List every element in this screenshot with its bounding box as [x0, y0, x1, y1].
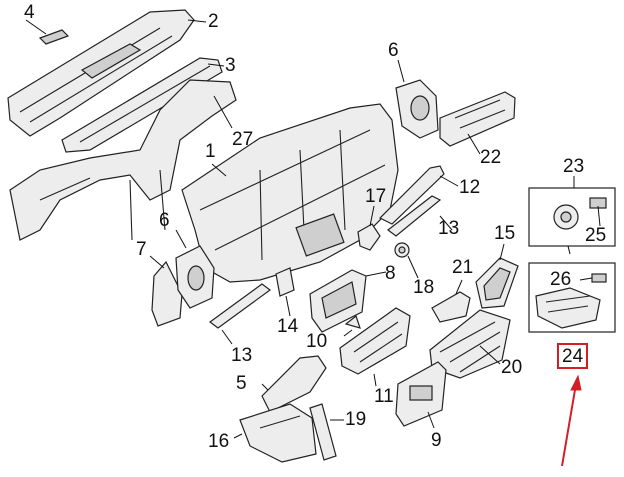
callout-27: 27: [232, 129, 254, 150]
part-13-left-trim: [208, 283, 272, 329]
part-8-radio-bezel: [309, 269, 367, 333]
box-24: [528, 262, 616, 333]
callout-10: 10: [306, 331, 328, 352]
callout-6-upper: 6: [388, 40, 399, 61]
part-4-tag: [38, 29, 70, 45]
callout-9: 9: [431, 430, 442, 451]
callout-22: 22: [480, 147, 502, 168]
callout-16: 16: [208, 431, 230, 452]
callout-15: 15: [494, 223, 516, 244]
callout-7: 7: [136, 239, 147, 260]
callout-8: 8: [385, 263, 396, 284]
callout-17: 17: [365, 186, 387, 207]
box-23: [528, 187, 616, 247]
part-15-display-bezel: [475, 257, 519, 309]
callout-6-lower: 6: [159, 210, 170, 231]
part-16-lower-trim: [239, 403, 317, 463]
part-13-right-trim: [387, 195, 442, 237]
callout-21: 21: [452, 257, 474, 278]
callout-13-left: 13: [231, 345, 253, 366]
part-22-switch-module: [439, 91, 516, 147]
part-21-bracket: [431, 291, 471, 323]
callout-3: 3: [225, 55, 236, 76]
part-11-console-panel: [339, 307, 411, 375]
part-9-lower-panel: [395, 361, 447, 427]
highlight-arrow: [561, 374, 582, 467]
callout-19: 19: [345, 409, 367, 430]
part-14-clip: [275, 267, 295, 297]
callout-24-highlighted: 24: [557, 343, 589, 369]
part-10-piece: [344, 314, 361, 329]
callout-12: 12: [459, 177, 481, 198]
callout-5: 5: [236, 373, 247, 394]
part-7-side-panel: [151, 260, 183, 327]
callout-18: 18: [413, 277, 435, 298]
callout-4: 4: [24, 2, 35, 23]
callout-14: 14: [277, 316, 299, 337]
part-6-upper-bezel: [395, 79, 439, 139]
part-2-top-panel: [7, 9, 195, 137]
callout-26: 26: [550, 269, 572, 290]
callout-13-right: 13: [438, 218, 460, 239]
part-18-knob: [394, 242, 410, 258]
callout-25: 25: [585, 225, 607, 246]
part-6-lower-bezel: [175, 245, 215, 309]
callout-2: 2: [208, 11, 219, 32]
part-1-instrument-panel: [181, 103, 399, 283]
callout-11: 11: [374, 386, 394, 407]
callout-20: 20: [501, 357, 523, 378]
leader-lines: [25, 19, 601, 439]
part-5-knee-bolster: [261, 355, 327, 413]
callout-1: 1: [205, 141, 216, 162]
part-3-defroster: [61, 57, 223, 153]
part-19-strip: [309, 403, 337, 461]
callout-23: 23: [563, 156, 585, 177]
part-27-duct: [9, 79, 237, 241]
part-12-trim-strip: [378, 165, 445, 225]
